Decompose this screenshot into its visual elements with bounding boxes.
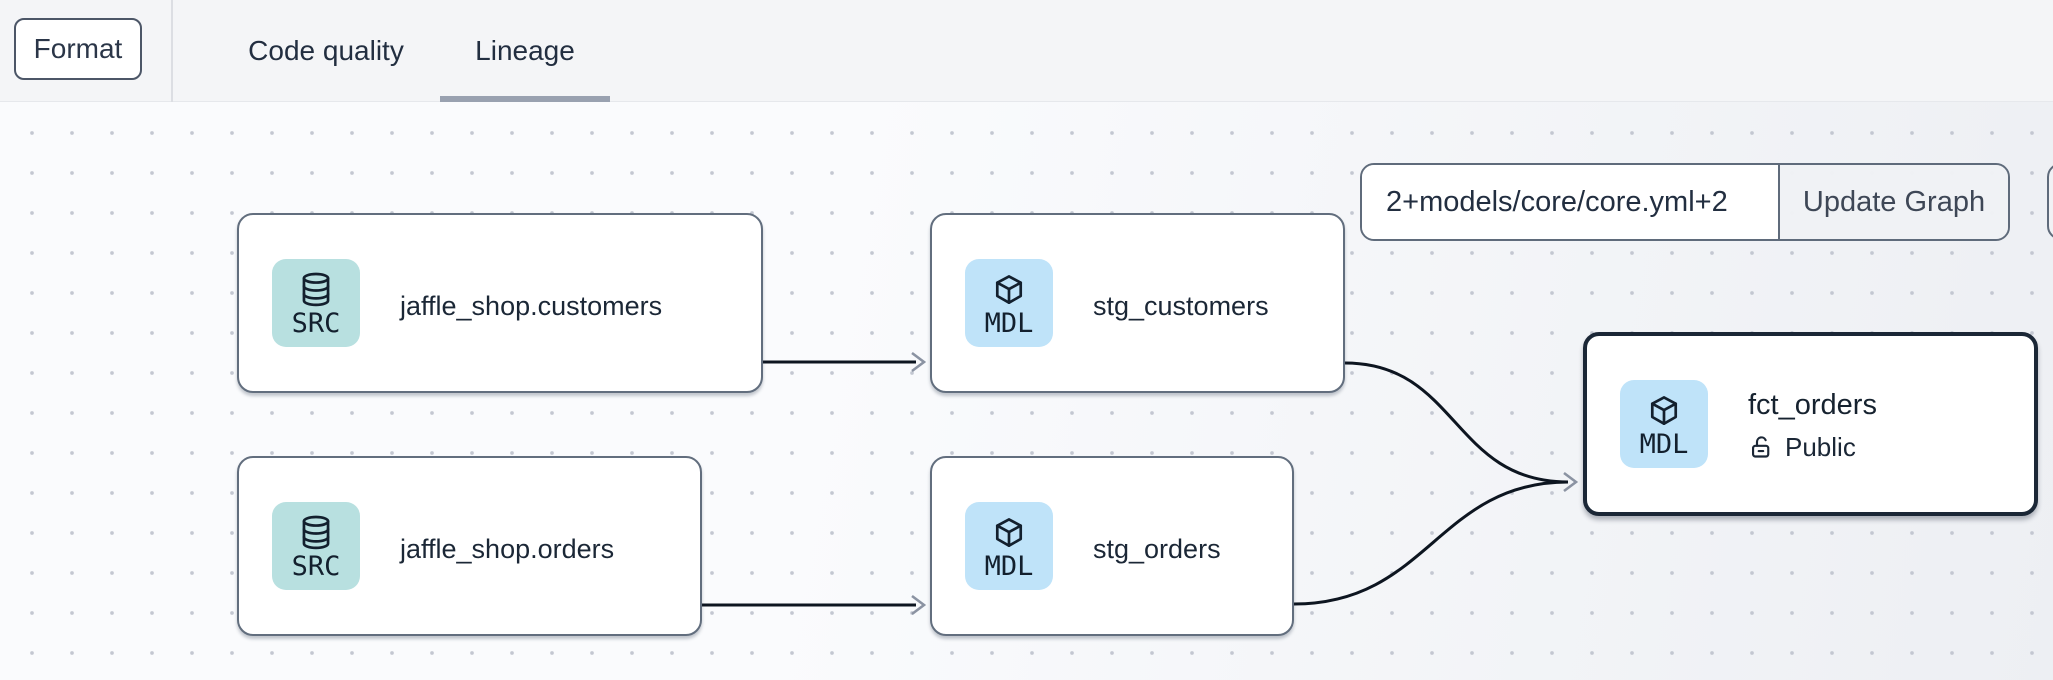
badge-label: MDL [1639,429,1689,460]
selector-input[interactable] [1362,165,1778,239]
format-button[interactable]: Format [14,18,142,80]
source-badge: SRC [272,259,360,347]
node-label: jaffle_shop.customers [400,290,663,321]
edge-stg-orders-to-fct-orders [1293,480,1569,606]
lineage-node-jaffle-shop-customers[interactable]: SRC jaffle_shop.customers [237,213,763,393]
node-access-label: Public [1785,432,1856,462]
tab-lineage-label: Lineage [475,35,575,66]
node-label: stg_orders [1093,533,1221,564]
edge-stg-customers-to-fct-orders [1344,361,1569,484]
model-badge: MDL [965,502,1053,590]
tab-lineage[interactable]: Lineage [440,0,610,102]
partial-control[interactable] [2047,163,2053,240]
toolbar-divider [171,0,173,102]
database-icon [302,272,330,307]
arrowhead-icon [1563,471,1579,493]
model-badge: MDL [965,259,1053,347]
node-label: stg_customers [1093,290,1269,321]
node-text-block: fct_orders Public [1748,381,1877,467]
model-badge: MDL [1620,380,1708,468]
badge-label: MDL [984,308,1034,339]
selector-group: Update Graph [1360,163,2010,241]
unlock-icon [1751,435,1770,458]
lineage-canvas[interactable]: SRC jaffle_shop.customers MDL stg_custom… [0,102,2053,680]
cube-icon [1650,396,1678,426]
cube-icon [995,275,1023,305]
lineage-node-fct-orders[interactable]: MDL fct_orders Public [1583,332,2038,516]
node-label: fct_orders [1748,389,1877,421]
database-icon [302,515,330,550]
node-access-row: Public [1748,427,1877,467]
arrowhead-icon [911,351,927,373]
lineage-node-stg-customers[interactable]: MDL stg_customers [930,213,1345,393]
source-badge: SRC [272,502,360,590]
tab-code-quality[interactable]: Code quality [236,0,416,102]
node-label: jaffle_shop.orders [400,533,615,564]
tab-code-quality-label: Code quality [248,35,404,66]
lineage-node-jaffle-shop-orders[interactable]: SRC jaffle_shop.orders [237,456,702,636]
active-tab-underline [440,96,610,102]
cube-icon [995,518,1023,548]
editor-toolbar: Format Code quality Lineage [0,0,2053,102]
lineage-node-stg-orders[interactable]: MDL stg_orders [930,456,1294,636]
update-graph-button[interactable]: Update Graph [1778,165,2008,239]
arrowhead-icon [911,594,927,616]
badge-label: SRC [291,551,341,582]
badge-label: MDL [984,551,1034,582]
badge-label: SRC [291,308,341,339]
